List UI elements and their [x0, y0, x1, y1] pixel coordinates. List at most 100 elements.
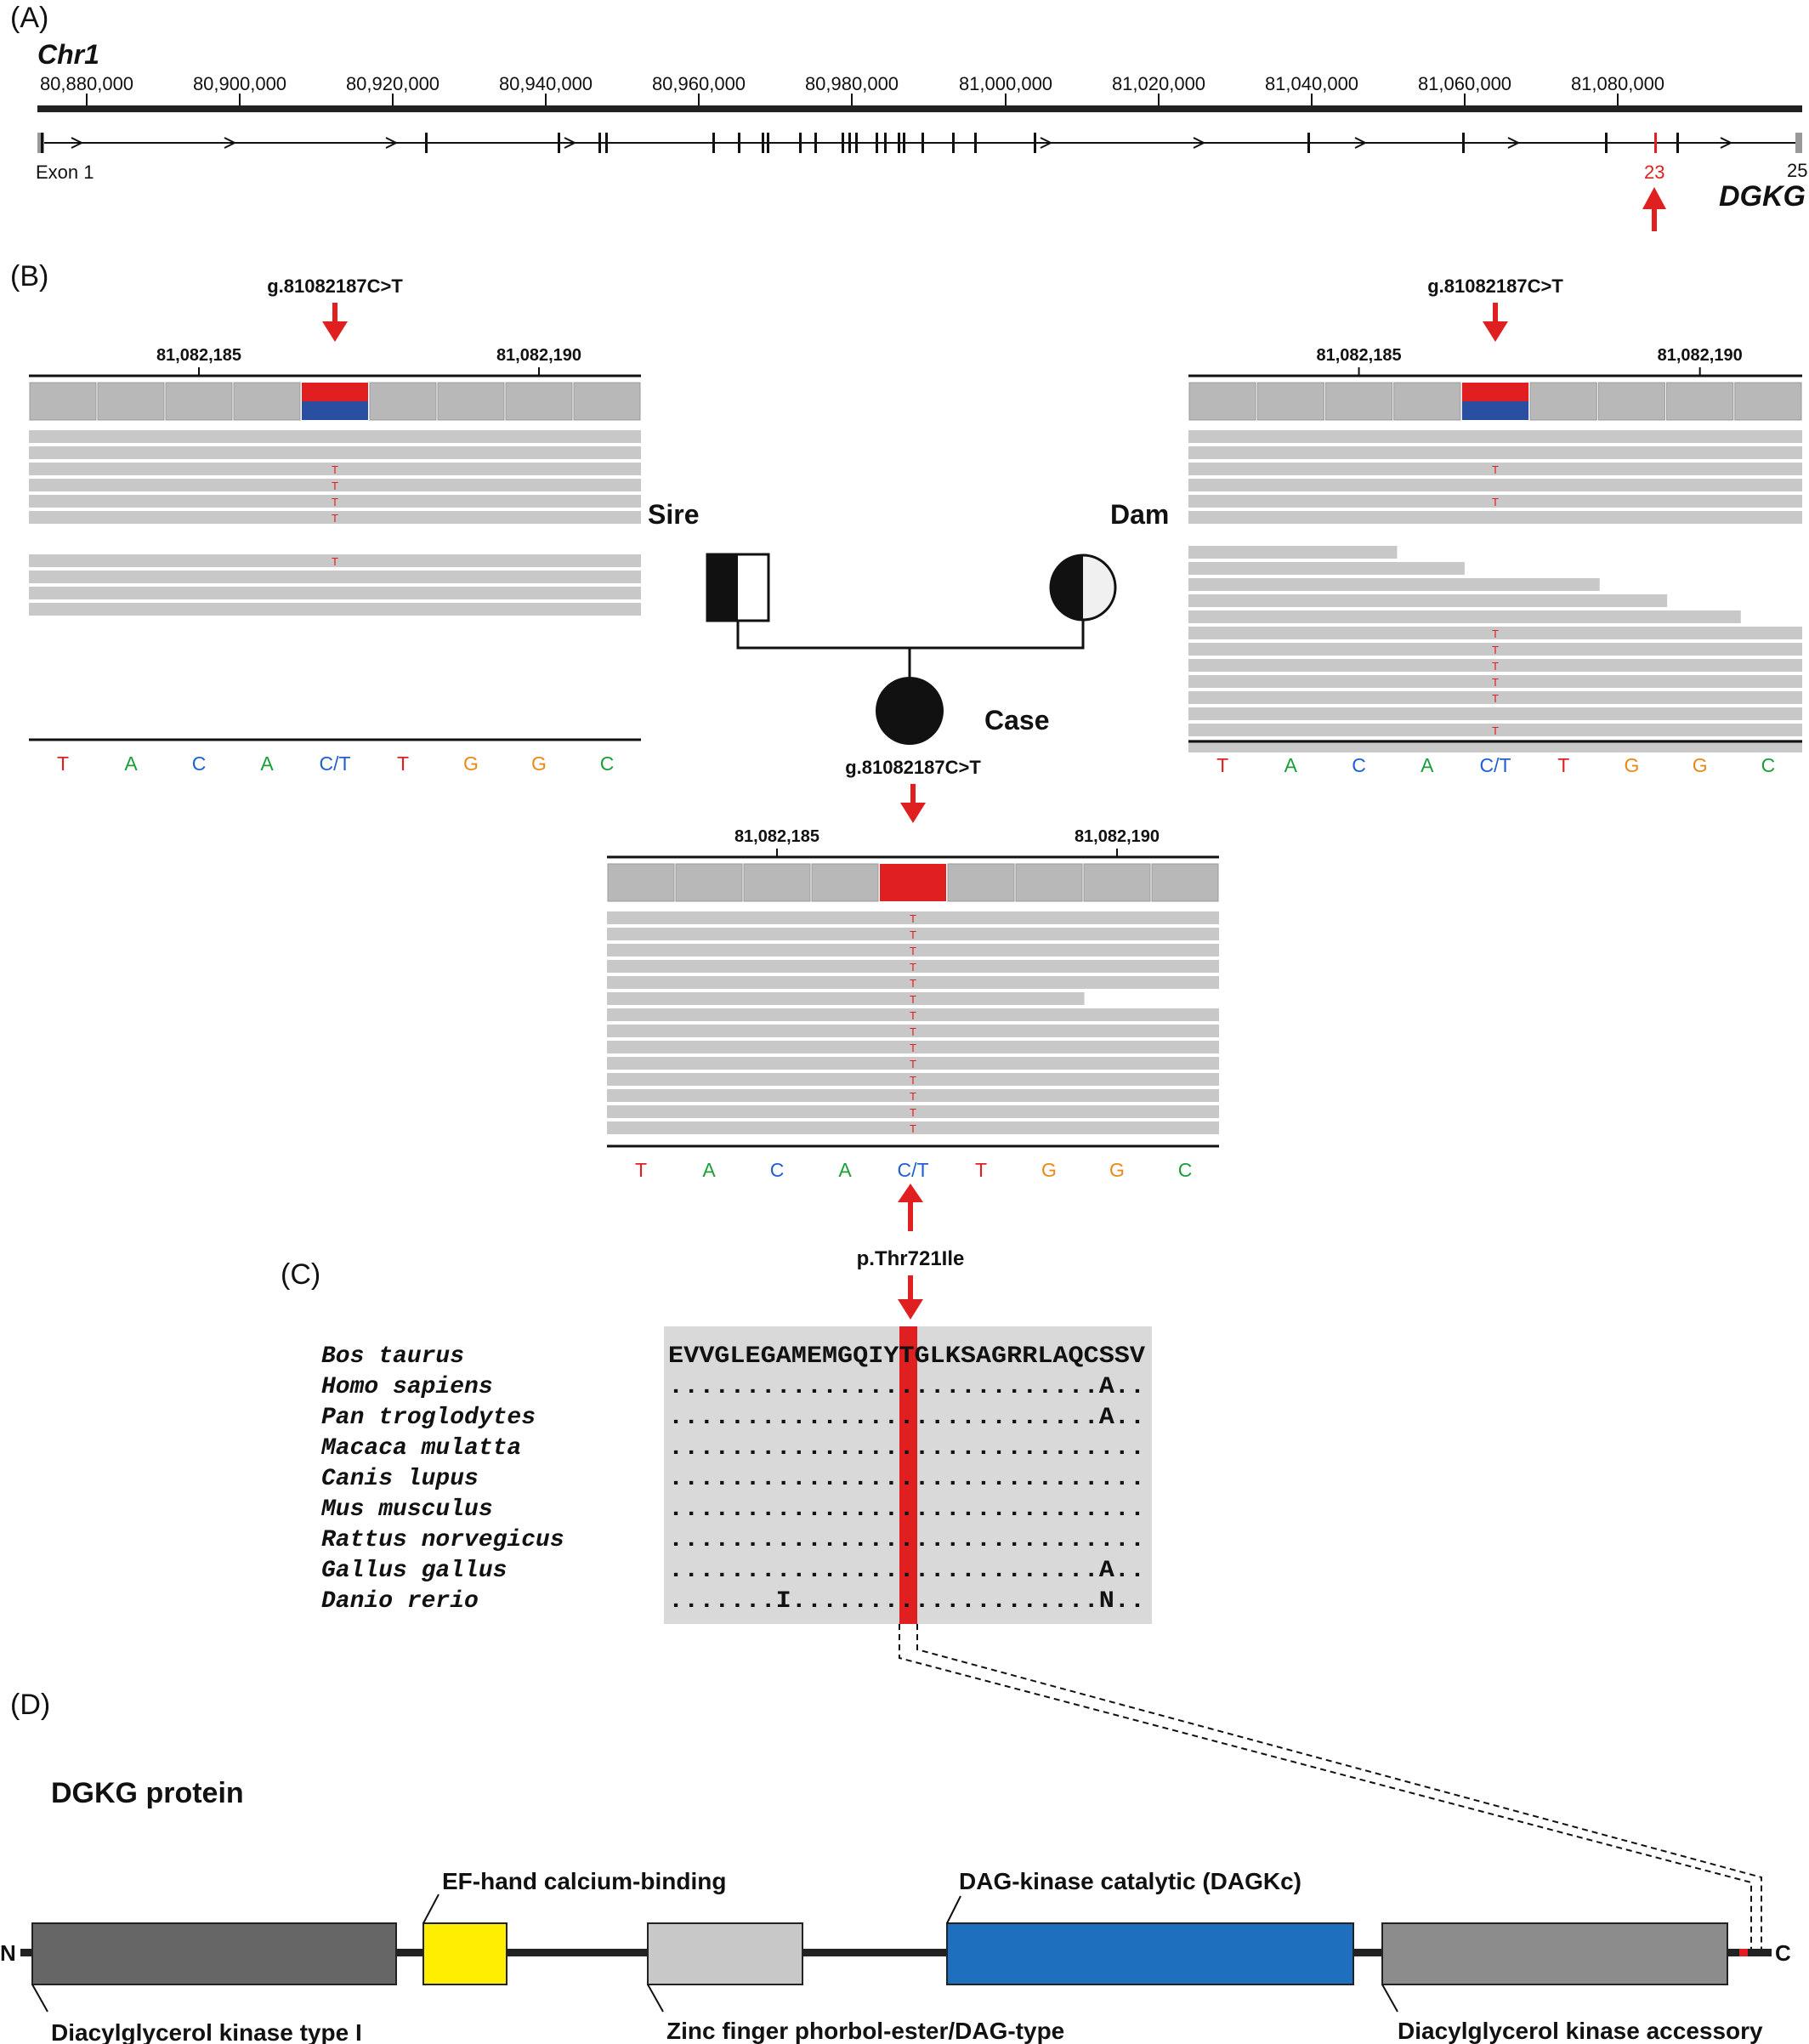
- read: [29, 603, 641, 616]
- read-mismatch: T: [1492, 692, 1499, 705]
- read: [1188, 479, 1802, 491]
- species-name: Pan troglodytes: [321, 1405, 536, 1431]
- read: [607, 911, 1219, 924]
- read: [1188, 463, 1802, 475]
- position-tick-label: 81,000,000: [959, 73, 1052, 94]
- exon-mark: [1676, 133, 1679, 153]
- n-terminus: N: [0, 1940, 16, 1966]
- species-name: Macaca mulatta: [320, 1435, 521, 1462]
- read-mismatch: T: [910, 961, 916, 974]
- domain-dgk-accessory: [1381, 1922, 1728, 1985]
- sire-symbol: [706, 553, 770, 622]
- read: [607, 1025, 1219, 1037]
- position-tick-label: 81,060,000: [1418, 73, 1511, 94]
- read: [607, 1105, 1219, 1118]
- exon-mark: [922, 133, 924, 153]
- read: [1188, 594, 1668, 607]
- variant-allele-ref: [302, 401, 368, 420]
- position-tick-label: 81,020,000: [1112, 73, 1205, 94]
- position-label: 81,082,190: [1075, 827, 1160, 846]
- read-mismatch: T: [910, 945, 916, 957]
- read: [1188, 675, 1802, 688]
- read-mismatch: T: [910, 1122, 916, 1135]
- exon-mark: [952, 133, 955, 153]
- alignment-sequence: ...............................: [668, 1496, 1145, 1523]
- exon1-label: Exon 1: [36, 162, 94, 183]
- protein-variant-label: p.Thr721Ile: [857, 1247, 965, 1270]
- read-mismatch: T: [910, 1090, 916, 1103]
- exon-model: [37, 133, 1802, 153]
- read-mismatch: T: [1492, 496, 1499, 508]
- position-tick-label: 81,080,000: [1571, 73, 1664, 94]
- reference-base: G: [531, 752, 547, 775]
- exon-mark: [425, 133, 428, 153]
- variant-label: g.81082187C>T: [845, 757, 981, 778]
- position-label: 81,082,190: [496, 346, 581, 365]
- read: [1188, 562, 1465, 575]
- read: [607, 1008, 1219, 1021]
- reference-base: T: [397, 752, 409, 775]
- species-name: Bos taurus: [321, 1343, 464, 1370]
- read: [607, 1089, 1219, 1102]
- read-mismatch: T: [910, 1025, 916, 1038]
- variant-exon-label: 23: [1644, 162, 1664, 183]
- variant-exon-mark: [1654, 133, 1657, 153]
- alignment-sequence: ............................A..: [668, 1374, 1145, 1400]
- read-mismatch: T: [910, 1058, 916, 1070]
- variant-allele-alt: [880, 864, 946, 901]
- alignment-sequence: ...............................: [668, 1466, 1145, 1492]
- read-mismatch: T: [910, 993, 916, 1006]
- domain-label-dagkc: DAG-kinase catalytic (DAGKc): [959, 1868, 1301, 1894]
- gene-label: DGKG: [1719, 180, 1806, 213]
- read: [607, 960, 1219, 973]
- read: [607, 944, 1219, 957]
- mating-line: [736, 620, 1085, 650]
- dam-symbol: [1049, 554, 1117, 622]
- panel-label-d: (D): [10, 1689, 50, 1721]
- species-name: Mus musculus: [320, 1496, 493, 1523]
- read: [29, 495, 641, 508]
- read-mismatch: T: [332, 496, 338, 508]
- exon-mark: [842, 133, 844, 153]
- exon-mark: [884, 133, 887, 153]
- dam-label: Dam: [1110, 499, 1169, 530]
- reference-base-het: C/T: [1479, 754, 1511, 776]
- read: [1188, 495, 1802, 508]
- read: [1188, 610, 1741, 623]
- read: [1188, 643, 1802, 656]
- exon-mark: [903, 133, 905, 153]
- reference-base: G: [1109, 1159, 1125, 1181]
- read: [1188, 724, 1802, 736]
- reference-base: T: [975, 1159, 987, 1181]
- alignment-sequence: ............................A..: [668, 1558, 1145, 1584]
- read-mismatch: T: [910, 977, 916, 990]
- reference-base: C: [192, 752, 207, 775]
- read-mismatch: T: [332, 555, 338, 568]
- read: [607, 976, 1219, 989]
- read: [607, 928, 1219, 940]
- position-tick-label: 80,940,000: [499, 73, 593, 94]
- exon-mark: [767, 133, 769, 153]
- reference-base: G: [1041, 1159, 1057, 1181]
- exon-mark: [1034, 133, 1036, 153]
- variant-exon-arrow: [1642, 187, 1666, 231]
- variant-allele-ref: [1461, 401, 1529, 420]
- exon-mark: [762, 133, 764, 153]
- alignment-sequence: ...............................: [668, 1527, 1145, 1553]
- position-label: 81,082,185: [1317, 346, 1402, 365]
- read: [29, 571, 641, 583]
- exon-mark: [558, 133, 560, 153]
- species-name: Homo sapiens: [321, 1374, 493, 1400]
- exon-mark: [855, 133, 858, 153]
- position-tick-label: 80,980,000: [805, 73, 899, 94]
- position-tick-label: 80,960,000: [652, 73, 746, 94]
- chromosome-label: Chr1: [37, 39, 99, 70]
- reference-base: G: [463, 752, 479, 775]
- reference-base: C: [1761, 754, 1776, 776]
- reference-base: A: [1421, 754, 1434, 776]
- panel-label-a: (A): [10, 2, 48, 34]
